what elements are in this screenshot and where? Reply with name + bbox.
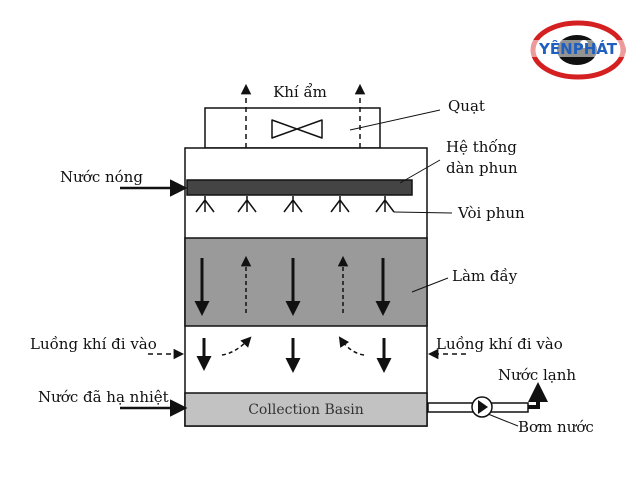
cooled-water-label: Nước đã hạ nhiệt (38, 388, 169, 406)
fan-icon (271, 119, 323, 139)
nozzle-icon (283, 196, 303, 213)
air-curve-arrow-left (221, 336, 252, 356)
spray-system-label-1: Hệ thống (446, 138, 517, 156)
spray-system-label-2: dàn phun (446, 159, 518, 177)
logo-text-backdrop (530, 40, 625, 57)
collection-basin-label: Collection Basin (248, 402, 364, 418)
humid-air-label: Khí ẩm (273, 83, 327, 101)
nozzle-icon (375, 196, 395, 213)
brand-logo: YÊNPHÁT (530, 20, 626, 80)
nozzle-icon (237, 196, 257, 213)
spray-nozzles (195, 196, 395, 213)
pump-label: Bơm nước (518, 418, 594, 436)
logo-text: YÊNPHÁT (538, 39, 618, 58)
fill-media (184, 237, 428, 327)
hot-water-label: Nước nóng (60, 168, 143, 186)
bottom-flow-arrows (196, 336, 392, 373)
fan-label: Quạt (448, 97, 485, 115)
nozzle-icon (330, 196, 350, 213)
fan-leader-line (349, 109, 441, 131)
cold-water-arrow (528, 382, 548, 409)
pump-leader-line (487, 413, 519, 427)
fill-label: Làm đầy (452, 267, 518, 285)
spray-system-leader-line (399, 159, 441, 184)
pump-arrow-icon (478, 400, 488, 414)
air-curve-arrow-right (338, 336, 365, 356)
nozzle-leader-line (393, 211, 453, 214)
air-in-left-label: Luồng khí đi vào (30, 335, 157, 353)
nozzle-icon (195, 196, 215, 213)
spray-pipe (186, 179, 413, 196)
collection-basin (184, 392, 428, 427)
cold-water-label: Nước lạnh (498, 366, 576, 384)
fill-leader-line (411, 277, 449, 293)
fill-flow-arrows (194, 255, 391, 316)
nozzle-label: Vòi phun (457, 204, 525, 222)
air-in-right-label: Luồng khí đi vào (436, 335, 563, 353)
